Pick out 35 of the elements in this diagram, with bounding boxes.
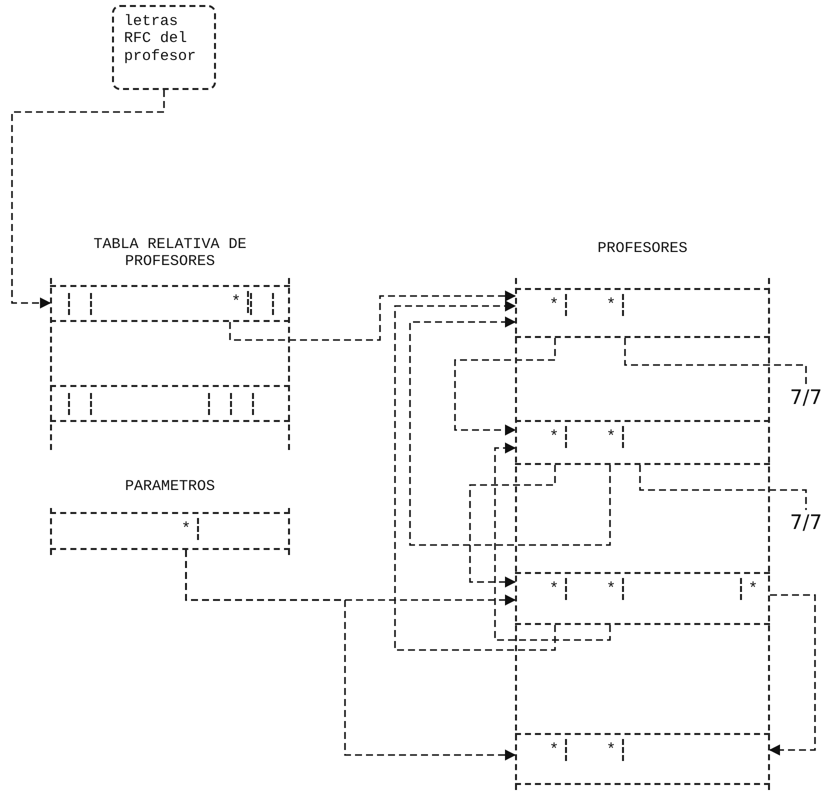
pointer-field: * [175, 518, 199, 540]
pointer-field: * [600, 739, 624, 761]
page-reference: 7/7 [790, 385, 822, 409]
pointer-field: * [543, 426, 567, 448]
table-heading: TABLA RELATIVA DE PROFESORES [92, 236, 248, 270]
record-row [515, 733, 770, 785]
arrow [229, 290, 516, 341]
note-box [112, 5, 216, 90]
page-reference: 7/7 [790, 510, 822, 534]
table-heading: PROFESORES [596, 240, 688, 258]
pointer-field: * [740, 578, 764, 600]
arrow [394, 300, 556, 651]
table-row [50, 385, 290, 422]
arrow [768, 594, 816, 756]
arrow [11, 90, 165, 309]
pointer-field: * [600, 294, 624, 316]
connector-line [639, 465, 807, 510]
table-heading: PARAMETROS [124, 478, 216, 496]
record-row [515, 572, 770, 625]
pointer-field: * [600, 426, 624, 448]
pointer-field: * [543, 294, 567, 316]
record-row [515, 420, 770, 465]
table-row [50, 285, 290, 322]
note-text: letras RFC del profesor [124, 13, 196, 64]
pointer-field: * [543, 739, 567, 761]
arrow [409, 316, 611, 546]
connector-line [624, 338, 807, 385]
pointer-field: * [600, 578, 624, 600]
pointer-field: * [225, 291, 249, 313]
arrow [469, 465, 556, 588]
arrow [454, 338, 556, 436]
record-row [515, 288, 770, 338]
arrow [185, 550, 516, 761]
arrow [494, 442, 611, 641]
pointer-field: * [543, 578, 567, 600]
